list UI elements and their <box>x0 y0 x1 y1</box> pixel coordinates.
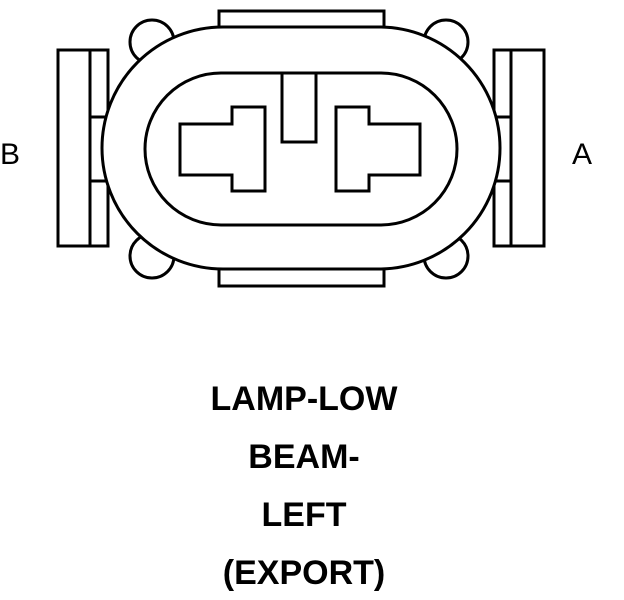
connector-cavity-inner <box>143 71 459 227</box>
caption-line-4: (EXPORT) <box>222 554 386 592</box>
caption-line-2: BEAM- <box>248 438 360 476</box>
pin-label-b: B <box>0 138 21 171</box>
side-flange-right <box>492 48 546 248</box>
terminal-b-outline <box>178 105 267 193</box>
side-flange-left <box>56 48 110 248</box>
polarizing-key <box>280 71 318 144</box>
caption-line-1: LAMP-LOW <box>210 380 398 418</box>
caption-line-3: LEFT <box>261 496 347 534</box>
pin-label-a: A <box>572 138 593 171</box>
terminal-a-outline <box>334 105 422 193</box>
